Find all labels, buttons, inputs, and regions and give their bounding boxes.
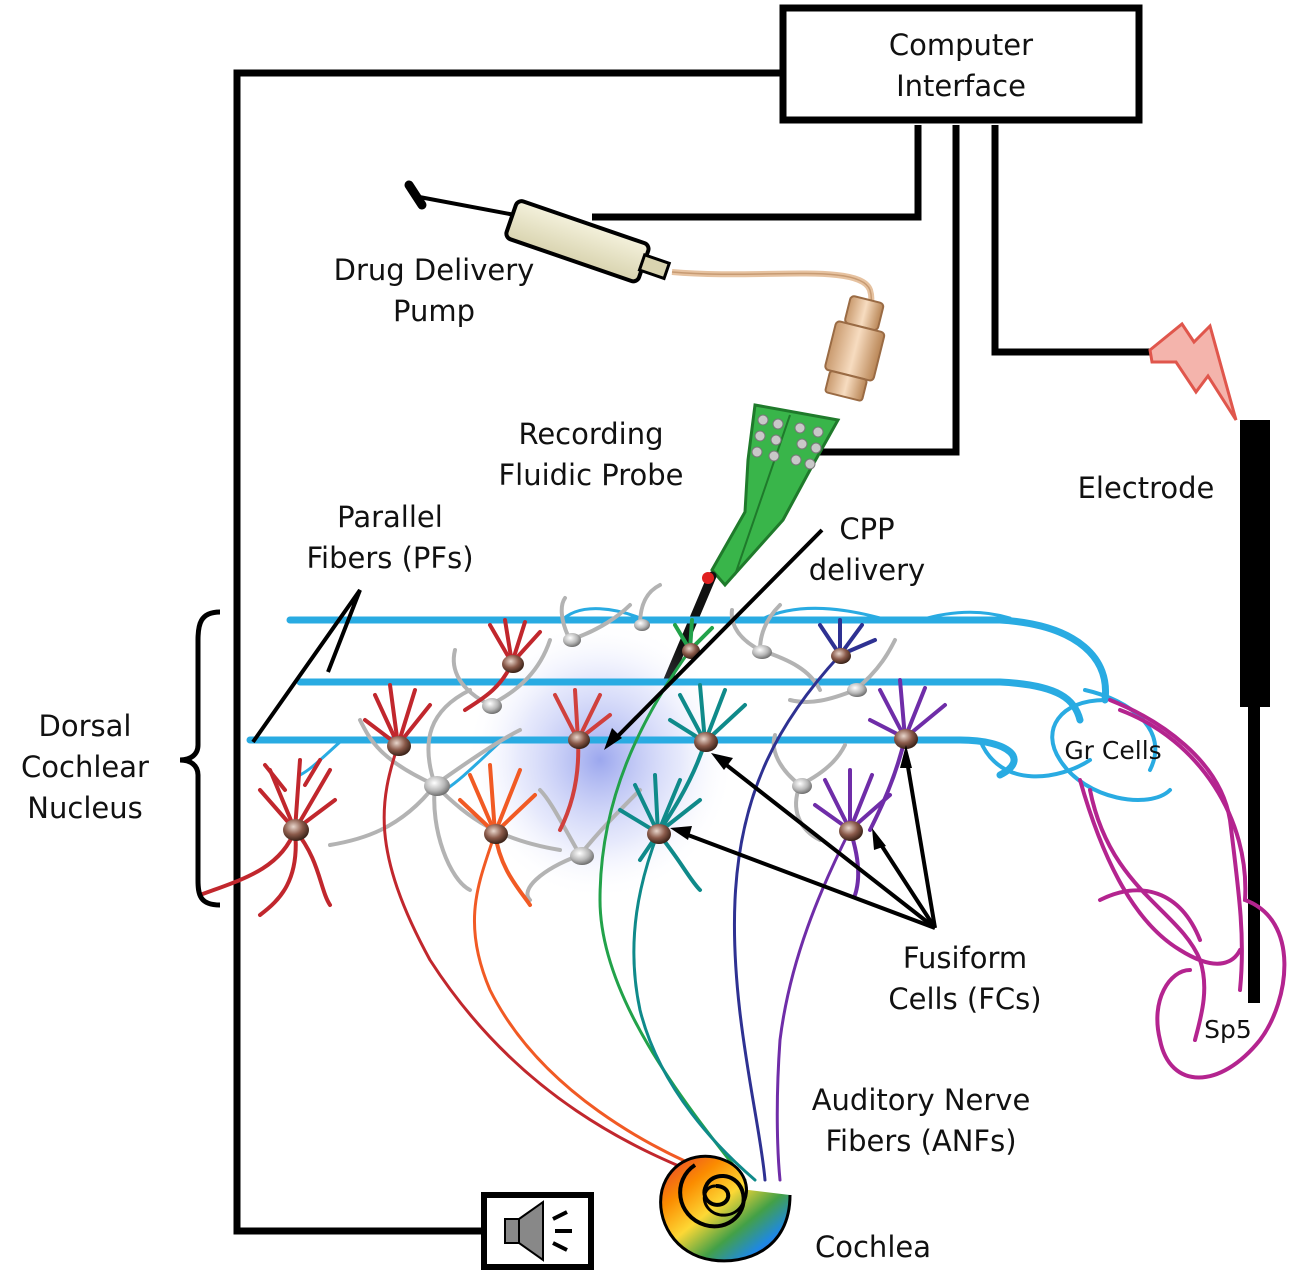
speaker-icon [481,1192,594,1270]
probe-label-1: Recording [518,417,663,451]
probe-label-2: Fluidic Probe [498,458,683,492]
fusiform-red-1 [198,758,337,917]
cpp-label-1: CPP [839,512,894,546]
drug-pump-label-2: Pump [393,294,475,328]
pointer-lines [251,528,937,930]
dcn-bracket [179,609,221,908]
fusiform-label-1: Fusiform [903,941,1027,975]
anf-label-1: Auditory Nerve [812,1083,1031,1117]
speaker-wire [233,69,780,1235]
fusiform-label-2: Cells (FCs) [888,982,1041,1016]
electrode [1148,321,1270,1003]
computer-interface-label-1: Computer [889,28,1033,62]
dcn-label-3: Nucleus [27,791,142,825]
cochlea [659,1154,792,1263]
anf-label-2: Fibers (ANFs) [825,1124,1016,1158]
dcn-label-1: Dorsal [39,709,132,743]
recording-probe [663,403,841,685]
probe-fitting [824,295,886,402]
parallel-fibers-label-2: Fibers (PFs) [306,541,473,575]
sp5-fibers [1078,698,1287,1080]
pf-pointer [251,588,362,744]
pump-wire [592,125,922,221]
drug-pump-label-1: Drug Delivery [334,253,535,287]
sp5-label: Sp5 [1204,1015,1252,1044]
computer-interface-box: Computer Interface [779,4,1143,124]
gray-cell-somas [424,619,867,865]
cochlea-label: Cochlea [815,1230,931,1264]
gr-cells-label: Gr Cells [1064,736,1161,765]
dcn-label-2: Cochlear [21,750,149,784]
cpp-label-2: delivery [809,553,925,587]
parallel-fibers-label-1: Parallel [337,500,443,534]
probe-wire [806,125,960,456]
electrode-wire [991,125,1150,356]
arrowheads [604,728,912,850]
wiring [233,69,1150,1235]
cpp-pointer [610,528,824,744]
computer-interface-label-2: Interface [896,69,1026,103]
electrode-label: Electrode [1078,471,1215,505]
fusiform-somas [283,643,918,844]
